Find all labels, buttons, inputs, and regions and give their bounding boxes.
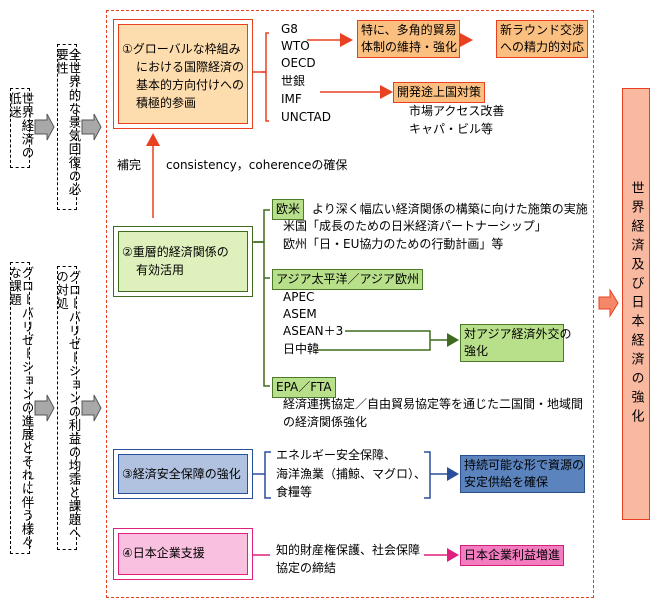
asia-item-apec: APEC — [283, 290, 315, 304]
org-wto: WTO — [281, 39, 310, 53]
us-europe-item: 米国「成長のための日米経済パートナーシップ」 — [283, 219, 547, 233]
block-arrow-4 — [81, 394, 102, 422]
org-worldbank: 世銀 — [281, 74, 306, 88]
need-text-2: グローバリゼーションの利益の均霑と課題への対処 — [54, 270, 82, 540]
result-developing-countries: 開発途上国対策 — [393, 82, 486, 103]
tag-asia-pacific: アジア太平洋／アジア欧州 — [272, 269, 424, 290]
result-line: 特に、多角的貿易 — [361, 23, 457, 37]
block-arrow-2 — [81, 113, 102, 141]
block-arrow-3 — [34, 394, 55, 422]
company-support-item: 協定の締結 — [276, 561, 337, 575]
cause-box-economy-slump: 世界経済の低迷 — [7, 88, 35, 168]
asia-item-asem: ASEM — [283, 307, 317, 321]
org-unctad: UNCTAD — [281, 110, 331, 124]
tag-epa-fta: EPA／FTA — [272, 377, 336, 398]
org-g8: G8 — [281, 22, 298, 36]
us-europe-item: 欧州「日・EU協力のための行動計画」等 — [283, 237, 504, 251]
section3-box: ③経済安全保障の強化 — [113, 449, 253, 499]
final-arrow — [598, 288, 619, 318]
result-line: 強化 — [464, 344, 489, 358]
need-text-1: 全世界的な景気回復の必要性 — [54, 48, 82, 197]
policy-frame — [106, 10, 594, 598]
company-support-item: 知的財産権保護、社会保障 — [276, 543, 421, 557]
section4-title: ④日本企業支援 — [122, 546, 205, 560]
asia-item-asean3: ASEAN＋3 — [283, 324, 344, 338]
complement-label: 補完 — [117, 158, 142, 172]
section2-title-line: ②重層的経済関係の — [122, 245, 229, 259]
tag-us-europe: 欧米 — [272, 199, 305, 220]
cause-text-1: 世界経済の低迷 — [7, 92, 35, 160]
result-line: 対アジア経済外交の — [464, 327, 572, 341]
cause-text-2: グローバリゼーションの進展とそれに伴う様々な課題 — [7, 266, 35, 550]
us-europe-headline: より深く幅広い経済関係の構築に向けた施策の実施 — [312, 202, 588, 216]
block-arrow-1 — [34, 113, 55, 141]
section1-title-line: ①グローバルな枠組み — [122, 42, 241, 56]
org-oecd: OECD — [281, 56, 316, 70]
section1-title-line: における国際経済の — [136, 60, 245, 74]
security-item: 食糧等 — [276, 485, 313, 499]
section2-title-line: 有効活用 — [136, 263, 185, 277]
section3-title: ③経済安全保障の強化 — [122, 467, 241, 481]
epa-text: 経済連携協定／自由貿易協定等を通じた二国間・地域間 — [283, 397, 584, 411]
section1-title-line: 積極的参画 — [136, 96, 197, 110]
asia-item-jck: 日中韓 — [283, 342, 320, 356]
cause-box-globalization: グローバリゼーションの進展とそれに伴う様々な課題 — [7, 262, 35, 554]
security-item: 海洋漁業（捕鯨、マグロ）、 — [276, 467, 427, 481]
section1-title-line: 基本的方向付けへの — [136, 78, 245, 92]
final-outcome-text: 世界経済及び日本経済の強化 — [628, 180, 644, 428]
result-resource-supply: 持続可能な形で資源の 安定供給を確保 — [460, 455, 585, 493]
consistency-text: consistency，coherenceの確保 — [166, 158, 348, 172]
result-line: 体制の維持・強化 — [361, 40, 458, 54]
result-multilateral-trade: 特に、多角的貿易 体制の維持・強化 — [357, 20, 460, 58]
security-item: エネルギー安全保障、 — [276, 448, 397, 462]
result-line: 安定供給を確保 — [464, 475, 549, 489]
need-box-benefits: グローバリゼーションの利益の均霑と課題への対処 — [54, 266, 82, 550]
devcountry-item: 市場アクセス改善 — [409, 104, 505, 118]
devcountry-item: キャパ・ビル等 — [409, 122, 494, 136]
result-asia-diplomacy: 対アジア経済外交の 強化 — [460, 324, 572, 362]
epa-text: の経済関係強化 — [283, 415, 368, 429]
result-new-round: 新ラウンド交渉 への精力的対応 — [496, 20, 588, 58]
result-line: 新ラウンド交渉 — [500, 23, 585, 37]
need-box-recovery: 全世界的な景気回復の必要性 — [54, 44, 82, 210]
section2-box: ②重層的経済関係の 有効活用 — [113, 226, 253, 297]
section1-box: ①グローバルな枠組み における国際経済の 基本的方向付けへの 積極的参画 — [113, 19, 253, 129]
result-line: 持続可能な形で資源の — [464, 458, 585, 472]
result-company-profit: 日本企業利益増進 — [460, 545, 565, 566]
result-line: への精力的対応 — [500, 40, 585, 54]
final-outcome-box: 世界経済及び日本経済の強化 — [622, 88, 650, 520]
section4-box: ④日本企業支援 — [113, 528, 253, 580]
org-imf: IMF — [281, 92, 302, 106]
